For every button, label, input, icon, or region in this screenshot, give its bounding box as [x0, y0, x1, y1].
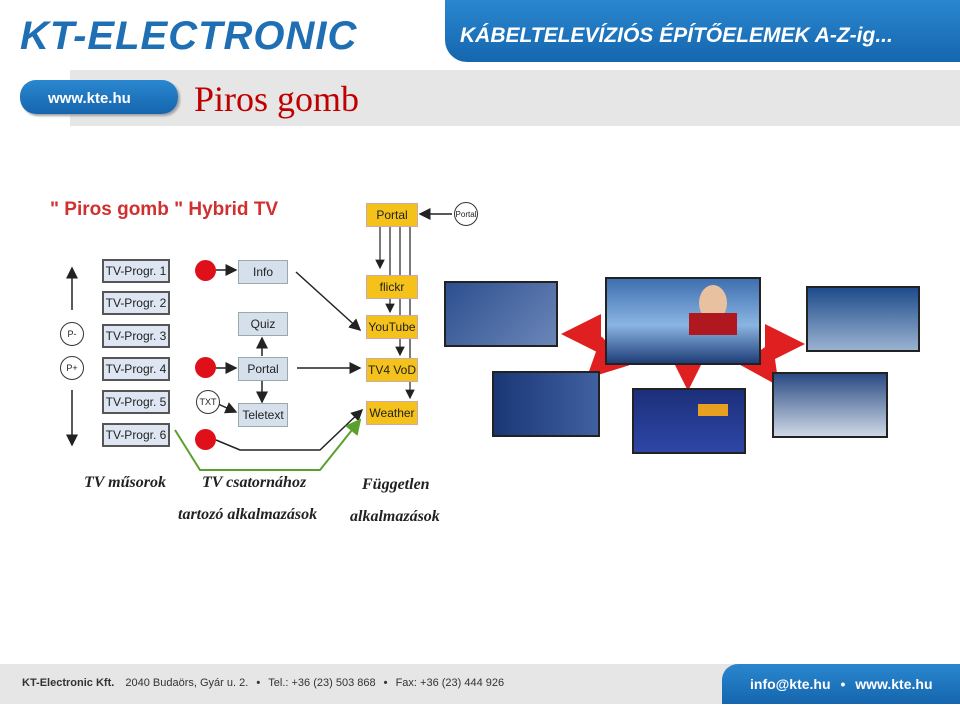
label-independent-1: Független: [362, 476, 430, 493]
program-box: TV-Progr. 3: [102, 324, 170, 348]
red-button-dot: [195, 429, 216, 450]
independent-app-portal: Portal: [366, 203, 418, 227]
independent-app-flickr: flickr: [366, 275, 418, 299]
txt-circle: TXT: [196, 390, 220, 414]
tv-screen-presenter: [605, 277, 761, 365]
p-minus-circle: P-: [60, 322, 84, 346]
app-info: Info: [238, 260, 288, 284]
tv-screen-news: [772, 372, 888, 438]
company-logo: KT-ELECTRONIC: [20, 14, 358, 58]
independent-app-weather: Weather: [366, 401, 418, 425]
footer-address-line: KT-Electronic Kft. 2040 Budaörs, Gyár u.…: [22, 677, 504, 689]
tv-screen-guide: [492, 371, 600, 437]
footer-website[interactable]: www.kte.hu: [855, 676, 933, 692]
footer-bullet: •: [383, 677, 388, 689]
footer-company: KT-Electronic Kft.: [22, 677, 115, 689]
tagline-banner: [445, 0, 960, 62]
program-box: TV-Progr. 5: [102, 390, 170, 414]
tv-screen-teletext: [632, 388, 746, 454]
footer-tel: Tel.: +36 (23) 503 868: [268, 677, 376, 689]
app-portal: Portal: [238, 357, 288, 381]
tagline: KÁBELTELEVÍZIÓS ÉPÍTŐELEMEK A-Z-ig...: [460, 24, 893, 47]
presenter-body: [689, 313, 737, 335]
footer-email[interactable]: info@kte.hu: [750, 676, 831, 692]
red-button-dot: [195, 260, 216, 281]
label-channel-1: TV csatornához: [202, 474, 307, 491]
program-box: TV-Progr. 6: [102, 423, 170, 447]
teletext-badge: [698, 404, 728, 416]
footer-bullet: •: [256, 677, 261, 689]
footer-bullet: •: [840, 676, 846, 692]
title-bar: [70, 70, 960, 126]
tv-screen-map: [444, 281, 558, 347]
p-plus-circle: P+: [60, 356, 84, 380]
app-quiz: Quiz: [238, 312, 288, 336]
label-independent-2: alkalmazások: [350, 508, 440, 525]
footer-contact-pill: [722, 664, 960, 704]
footer-contact: info@kte.hu • www.kte.hu: [750, 676, 933, 692]
footer-address: 2040 Budaörs, Gyár u. 2.: [125, 677, 249, 689]
website-pill: [20, 80, 178, 114]
footer-fax: Fax: +36 (23) 444 926: [395, 677, 505, 689]
program-box: TV-Progr. 1: [102, 259, 170, 283]
tv-screen-portal: [806, 286, 920, 352]
program-box: TV-Progr. 4: [102, 357, 170, 381]
label-programs: TV műsorok: [84, 474, 166, 491]
red-button-dot: [195, 357, 216, 378]
app-teletext: Teletext: [238, 403, 288, 427]
diagram-heading: " Piros gomb " Hybrid TV: [50, 199, 279, 220]
program-box: TV-Progr. 2: [102, 291, 170, 315]
slide-title: Piros gomb: [194, 79, 360, 119]
header-website[interactable]: www.kte.hu: [48, 90, 131, 107]
independent-app-tv4vod: TV4 VoD: [366, 358, 418, 382]
label-channel-2: tartozó alkalmazások: [178, 506, 318, 523]
independent-app-youtube: YouTube: [366, 315, 418, 339]
portal-circle: Portal: [454, 202, 478, 226]
